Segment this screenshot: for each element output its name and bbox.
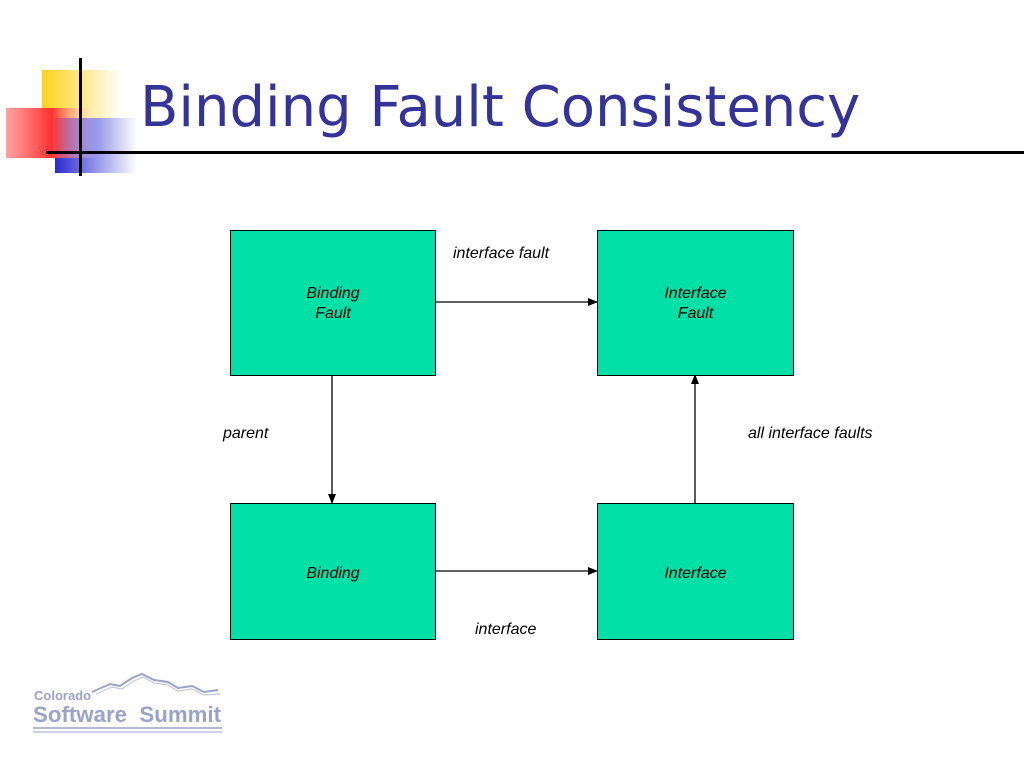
node-interface-label: Interface: [664, 565, 727, 582]
node-binding-label: Binding: [306, 565, 360, 582]
slide-title: Binding Fault Consistency: [140, 75, 861, 140]
node-interface-fault-line2: Fault: [677, 305, 714, 322]
title-divider: [46, 151, 1024, 154]
node-interface-fault-line1: Interface: [664, 285, 727, 302]
node-binding-fault: Binding Fault: [230, 230, 436, 376]
edge-label-parent: parent: [223, 425, 269, 442]
colorado-software-summit-logo: Colorado Software Summit: [33, 672, 222, 733]
logo-line1: Colorado: [34, 688, 91, 703]
edge-label-all-interface-faults: all interface faults: [748, 425, 873, 442]
logo-line2: Software Summit: [33, 702, 222, 727]
node-interface: Interface: [597, 503, 794, 640]
edge-label-interface: interface: [475, 621, 537, 638]
corner-decoration: [6, 58, 137, 176]
node-interface-fault: Interface Fault: [597, 230, 794, 376]
node-binding-fault-line2: Fault: [315, 305, 351, 322]
node-binding: Binding: [230, 503, 436, 640]
node-binding-fault-line1: Binding: [306, 285, 360, 302]
edge-label-interface-fault: interface fault: [453, 245, 550, 262]
